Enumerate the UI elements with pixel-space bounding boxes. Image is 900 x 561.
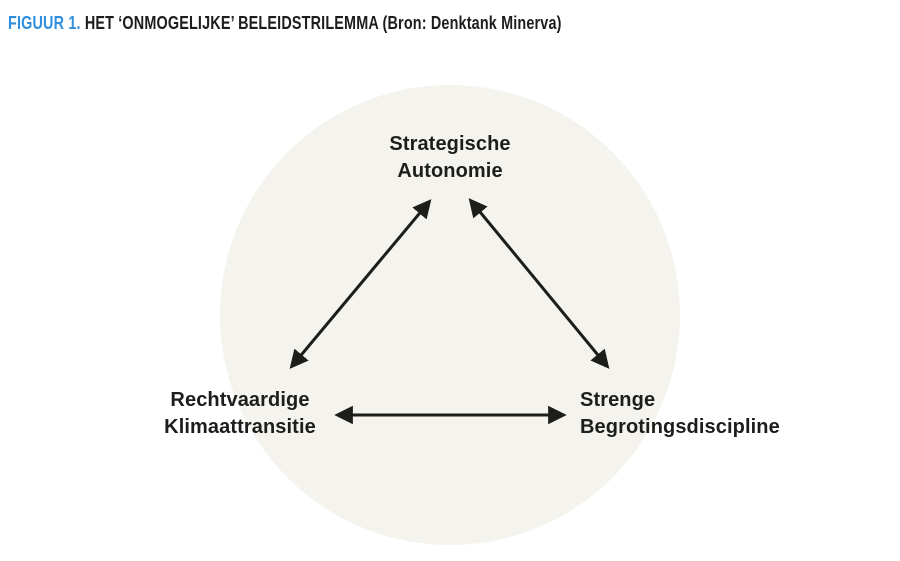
node-label-line: Rechtvaardige — [170, 389, 310, 411]
node-label-line: Strategische — [389, 133, 511, 155]
node-label-line: Strenge — [580, 389, 656, 411]
figure-title: FIGUUR 1. HET ‘ONMOGELIJKE’ BELEIDSTRILE… — [8, 13, 562, 34]
figure-number-label: FIGUUR 1. — [8, 13, 81, 33]
node-rechtvaardige-klimaattransitie: Rechtvaardige Klimaattransitie — [164, 387, 316, 441]
node-label-line: Klimaattransitie — [164, 416, 316, 438]
figure-title-text: HET ‘ONMOGELIJKE’ BELEIDSTRILEMMA (Bron:… — [84, 13, 562, 33]
node-strategische-autonomie: Strategische Autonomie — [389, 131, 510, 185]
node-strenge-begrotingsdiscipline: Strenge Begrotingsdiscipline — [580, 387, 780, 441]
node-label-line: Autonomie — [397, 160, 503, 182]
node-label-line: Begrotingsdiscipline — [580, 416, 780, 438]
